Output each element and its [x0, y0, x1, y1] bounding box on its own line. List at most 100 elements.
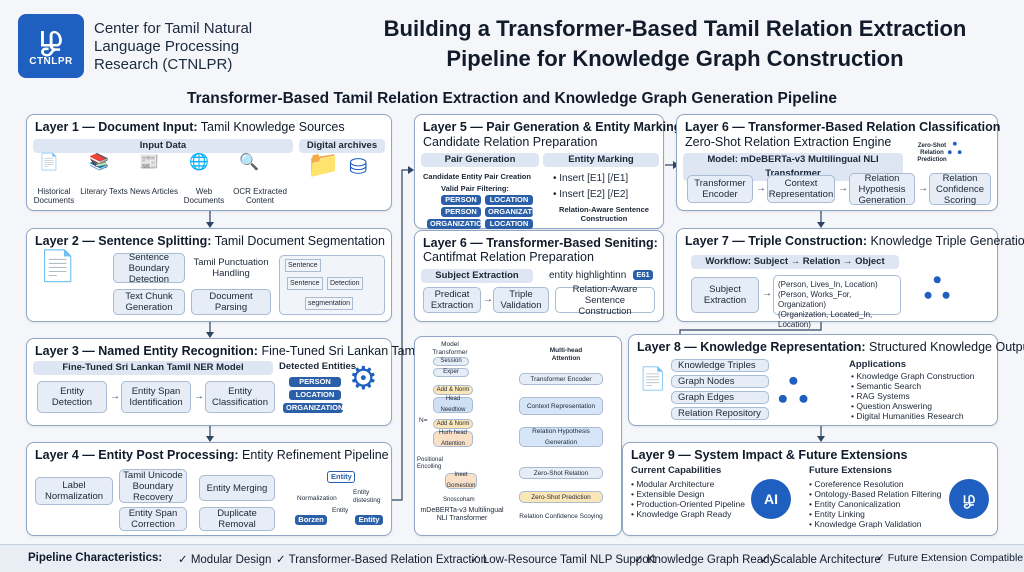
layer4-head: Layer 4 — Entity Post Processing:: [35, 448, 239, 462]
footer-item: ✓ Future Extension Compatible: [876, 552, 1024, 564]
source-historical: Historical Documents: [33, 187, 75, 205]
triple-item: (Person, Lives_In, Location): [778, 280, 878, 289]
layer5-panel: Layer 5 — Pair Generation & Entity Marki…: [414, 114, 681, 229]
title-line: Building a Transformer-Based Tamil Relat…: [383, 16, 967, 41]
network-graph-icon: ⛬: [777, 360, 810, 412]
ctnlpr-hub-icon: ழ: [949, 479, 989, 519]
capability-item: • Knowledge Graph Ready: [631, 509, 732, 519]
footer-item: ✓ Knowledge Graph Ready: [634, 554, 776, 566]
arrow-icon: →: [762, 288, 772, 299]
duplicate-removal-box: Duplicate Removal: [199, 507, 275, 531]
layer1-head: Layer 1 — Document Input:: [35, 120, 198, 134]
source-web: Web Documents: [183, 187, 225, 205]
capability-item: • Extensible Design: [631, 489, 705, 499]
layer1-heading: Layer 1 — Document Input: Tamil Knowledg…: [35, 120, 345, 134]
segment-tag: segmentation: [305, 297, 354, 310]
input-box: Ineet Gomestion: [445, 472, 477, 489]
encoder-box: Transformer Encoder: [519, 373, 603, 385]
ai-hub-icon: AI: [751, 479, 791, 519]
pair-generation-label: Pair Generation: [421, 153, 539, 167]
arrow-icon: →: [838, 183, 848, 194]
layer9-heading: Layer 9 — System Impact & Future Extensi…: [631, 448, 907, 462]
confidence-scoring-box: Relation Confidence Scoring: [929, 173, 991, 206]
arrow-icon: →: [110, 391, 120, 402]
layer5-subheading: Candidate Relation Preparation: [423, 135, 598, 149]
subject-extraction-box: Subject Extraction: [691, 277, 759, 313]
arrow-icon: →: [483, 294, 493, 305]
head-box: Head Needtiow: [433, 396, 473, 413]
network-icon: ⛬: [947, 134, 963, 159]
layer7-head: Layer 7 — Triple Construction:: [685, 234, 867, 248]
logo-text: CTNLPR: [29, 56, 73, 67]
applications-list: • Knowledge Graph Construction • Semanti…: [851, 371, 974, 421]
transformer-encoder-box: Transformer Encoder: [687, 175, 753, 203]
entity-marking-label: Entity Marking: [543, 153, 659, 167]
footer-item: ✓ Low-Resource Tamil NLP Support: [470, 554, 656, 566]
arrow-icon: →: [756, 183, 766, 194]
footer-label: Pipeline Characteristics:: [28, 552, 163, 564]
pair-pill: ORGANIZATION: [427, 219, 487, 229]
source-ocr: OCR Extracted Content: [233, 187, 287, 205]
layer4-heading: Layer 4 — Entity Post Processing: Entity…: [35, 448, 389, 462]
normalization-label: Normalization: [297, 495, 337, 502]
app-item: • RAG Systems: [851, 391, 910, 401]
workflow-label: Workflow: Subject → Relation → Object: [691, 255, 899, 269]
layer7-panel: Layer 7 — Triple Construction: Knowledge…: [676, 228, 1024, 329]
layer6-head: Layer 6 — Transformer-Based Relation Cla…: [685, 120, 1001, 134]
segment-tag: Detection: [327, 277, 363, 290]
future-extensions-list: • Coreference Resolution • Ontology-Base…: [809, 479, 941, 529]
segment-tag: Sentence: [287, 277, 323, 290]
relation-aware-text: Relation-Aware Sentence Construction: [559, 205, 649, 223]
digital-archives-label: Digital archives: [299, 139, 385, 153]
current-capabilities-title: Current Capabilities: [631, 465, 722, 476]
layer3-head: Layer 3 — Named Entity Recognition:: [35, 344, 258, 358]
layer6b-head: Layer 6 — Transformer-Based Seniting:: [423, 236, 658, 250]
borzen-node: Borzen: [295, 515, 327, 525]
pair-pill: PERSON: [441, 195, 481, 205]
arrow-icon: →: [194, 391, 204, 402]
layer9-head: Layer 9 — System Impact & Future Extensi…: [631, 448, 908, 462]
text-chunk-box: Text Chunk Generation: [113, 289, 185, 315]
attention-box: Hurh head Attention: [433, 430, 473, 447]
entity-node: Entity: [327, 471, 355, 483]
footer-item: ✓ Transformer-Based Relation Extraction: [276, 554, 487, 566]
pair-creation-text: Candidate Entity Pair Creation: [423, 172, 531, 181]
hypothesis-generation-box: Relation Hypothesis Generation: [849, 173, 915, 206]
layer2-head: Layer 2 — Sentence Splitting:: [35, 234, 212, 248]
zero-shot-relation-box: Zero-Shot Relation: [519, 467, 603, 479]
kg-item: Relation Repository: [671, 407, 769, 420]
sentence-boundary-box: Sentence Boundary Detection: [113, 252, 185, 285]
future-item: • Coreference Resolution: [809, 479, 904, 489]
layer4-panel: Layer 4 — Entity Post Processing: Entity…: [26, 442, 392, 536]
positional-label: Positional Encolling: [417, 457, 444, 470]
page-title: Building a Transformer-Based Tamil Relat…: [330, 14, 1020, 74]
detected-entities-label: Detected Entities: [279, 361, 357, 372]
layer6b-panel: Layer 6 — Transformer-Based Seniting: Ca…: [414, 230, 664, 322]
subject-extraction-label: Subject Extraction: [421, 269, 533, 283]
model-architecture-panel: Model Transformer Session Exper Add & No…: [414, 336, 622, 536]
layer3-heading: Layer 3 — Named Entity Recognition: Fine…: [35, 344, 421, 358]
hypothesis-box: Relation Hypothesis Generation: [519, 427, 603, 447]
pair-pill: LOCATION: [485, 219, 533, 229]
layer5-heading: Layer 5 — Pair Generation & Entity Marki…: [423, 120, 681, 134]
layer8-panel: Layer 8 — Knowledge Representation: Stru…: [628, 334, 1024, 426]
capability-item: • Production-Oriented Pipeline: [631, 499, 746, 509]
zero-shot-prediction-box: Zero-Shot Prediction: [519, 491, 603, 503]
future-item: • Knowledge Graph Validation: [809, 519, 922, 529]
exper-box: Exper: [433, 368, 469, 377]
layer8-heading: Layer 8 — Knowledge Representation: Stru…: [637, 340, 1024, 354]
folder-icon: 📁: [307, 149, 340, 179]
layer8-head: Layer 8 — Knowledge Representation:: [637, 340, 866, 354]
entity-span-correction-box: Entity Span Correction: [119, 507, 187, 531]
layer2-panel: Layer 2 — Sentence Splitting: Tamil Docu…: [26, 228, 392, 322]
page-subtitle: Transformer-Based Tamil Relation Extract…: [187, 90, 837, 107]
kg-item: Graph Edges: [671, 391, 769, 404]
source-literary: Literary Texts: [80, 187, 128, 196]
capability-item: • Modular Architecture: [631, 479, 715, 489]
nx-label: N=: [419, 417, 428, 424]
multi-head-label: Multi-head Attention: [549, 347, 583, 362]
footer-item: ✓ Modular Design: [178, 554, 272, 566]
triples-list: (Person, Lives_In, Location) (Person, Wo…: [773, 275, 901, 329]
context-representation-box: Context Representation: [767, 175, 835, 203]
